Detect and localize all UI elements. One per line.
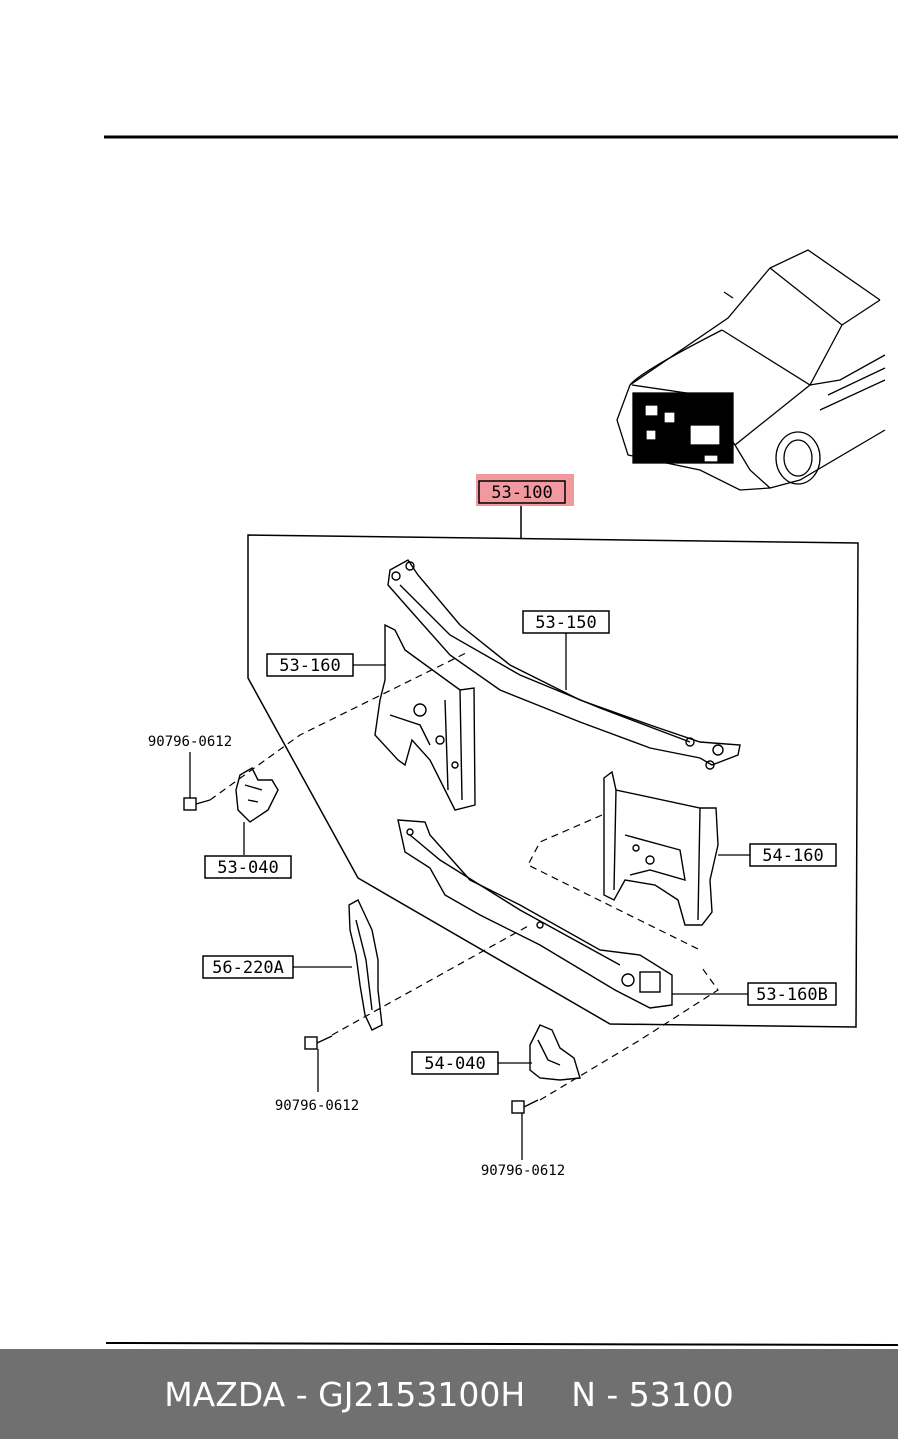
callout-54-040[interactable]: 54-040: [411, 1051, 499, 1075]
callout-53-150[interactable]: 53-150: [522, 610, 610, 634]
assembly-dash-lines: [209, 651, 719, 1101]
svg-text:53-160B: 53-160B: [756, 985, 828, 1005]
svg-text:53-150: 53-150: [535, 613, 596, 633]
assembly-outline: [247, 534, 859, 1028]
leader-lines: [189, 633, 750, 1160]
svg-text:54-040: 54-040: [424, 1054, 485, 1074]
callout-54-160[interactable]: 54-160: [749, 843, 837, 867]
small-bracket-part: [235, 767, 279, 823]
group-code: N - 53100: [571, 1374, 734, 1414]
bolt-fastener-2: [304, 1035, 333, 1050]
bottom-rule: [105, 1342, 898, 1346]
bolt-label-1[interactable]: 90796-0612: [148, 734, 232, 750]
brand-part-number: MAZDA - GJ2153100H: [164, 1374, 526, 1414]
bolt-label-3[interactable]: 90796-0612: [481, 1163, 565, 1179]
vertical-brace-part: [348, 899, 383, 1031]
upper-crossmember-part: [387, 559, 741, 770]
part-info-footer: MAZDA - GJ2153100H N - 53100: [0, 1349, 898, 1439]
bolt-label-2[interactable]: 90796-0612: [275, 1098, 359, 1114]
svg-text:54-160: 54-160: [762, 846, 823, 866]
svg-text:53-100: 53-100: [491, 483, 552, 503]
highlight-53-100: [476, 474, 574, 506]
callout-53-160[interactable]: 53-160: [266, 653, 354, 677]
lower-bracket-part: [529, 1024, 581, 1081]
lower-crossmember-part: [397, 819, 673, 1009]
callout-56-220A[interactable]: 56-220A: [202, 955, 294, 979]
bolt-fastener-3: [511, 1099, 539, 1114]
svg-text:53-160: 53-160: [279, 656, 340, 676]
svg-text:53-040: 53-040: [217, 858, 278, 878]
callout-53-100[interactable]: 53-100: [478, 480, 566, 504]
parts-diagram: 53-100 53-150 53-160 53-040 54-160 56-22…: [104, 135, 898, 1346]
bolt-fastener-1: [183, 797, 211, 811]
side-panel-part: [603, 770, 719, 926]
side-bracket-part: [374, 623, 476, 811]
callout-53-160B[interactable]: 53-160B: [747, 982, 837, 1006]
svg-text:56-220A: 56-220A: [212, 958, 284, 978]
callout-53-040[interactable]: 53-040: [204, 855, 292, 879]
car-thumbnail-illustration: [616, 249, 886, 491]
